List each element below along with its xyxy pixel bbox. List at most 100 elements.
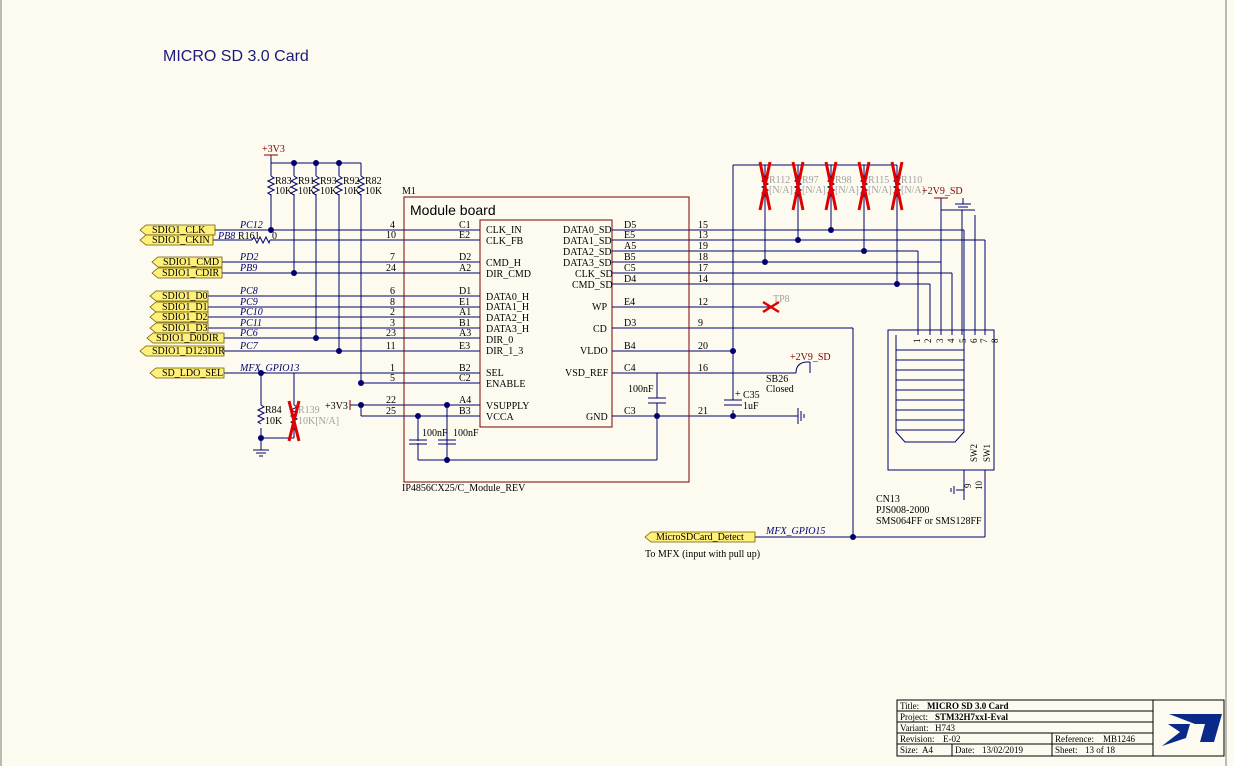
svg-text:11: 11 <box>386 341 396 352</box>
svg-text:21: 21 <box>698 406 708 417</box>
svg-text:12: 12 <box>698 297 708 308</box>
module-right-pins: DATA0_SD D5 15 DATA1_SD E5 13 DATA2_SD A… <box>563 220 708 423</box>
port-names: PC12 PD2 PB9 PC8 PC9 PC10 PC11 PC6 PC7 M… <box>239 220 299 374</box>
svg-text:[N/A]: [N/A] <box>769 185 793 196</box>
net-sdio1-d0dir: SDIO1_D0DIR <box>146 332 225 344</box>
svg-text:SW1: SW1 <box>982 444 992 462</box>
svg-text:D4: D4 <box>624 274 636 285</box>
svg-text:DIR_1_3: DIR_1_3 <box>486 346 523 357</box>
svg-text:B2: B2 <box>459 363 471 374</box>
svg-text:SDIO1_D2: SDIO1_D2 <box>162 312 208 323</box>
ground-right <box>797 408 805 424</box>
svg-text:3: 3 <box>935 338 945 343</box>
svg-text:R98: R98 <box>835 175 852 186</box>
r161-pin-name: PB8 <box>217 231 235 242</box>
svg-text:R110: R110 <box>901 175 922 186</box>
svg-text:Date:: Date: <box>955 745 975 755</box>
svg-text:16: 16 <box>698 363 708 374</box>
net-labels: SDIO1_CLK SDIO1_CKIN SDIO1_CMD SDIO1_CDI… <box>139 224 225 379</box>
module-title: Module board <box>410 202 496 218</box>
svg-text:CLK_SD: CLK_SD <box>575 269 613 280</box>
svg-text:DATA3_H: DATA3_H <box>486 324 529 335</box>
svg-text:SD_LDO_SEL: SD_LDO_SEL <box>162 368 223 379</box>
r92-ref: R92 <box>343 176 360 187</box>
detect-note: To MFX (input with pull up) <box>645 549 760 560</box>
svg-text:A5: A5 <box>624 241 636 252</box>
svg-text:DATA1_SD: DATA1_SD <box>563 236 612 247</box>
r93-value: 10K <box>320 186 338 197</box>
svg-text:SDIO1_D123DIR: SDIO1_D123DIR <box>152 346 225 357</box>
svg-text:3: 3 <box>390 318 395 329</box>
net-sdio1-cdir: SDIO1_CDIR <box>151 267 223 279</box>
svg-text:15: 15 <box>698 220 708 231</box>
svg-text:CLK_FB: CLK_FB <box>486 236 524 247</box>
svg-text:SDIO1_D0: SDIO1_D0 <box>162 291 208 302</box>
power-3v3-module: +3V3 <box>325 400 351 412</box>
svg-text:E-02: E-02 <box>943 734 961 744</box>
svg-text:[N/A]: [N/A] <box>901 185 925 196</box>
svg-text:Reference:: Reference: <box>1055 734 1094 744</box>
svg-text:[N/A]: [N/A] <box>835 185 859 196</box>
svg-text:9: 9 <box>698 318 703 329</box>
svg-text:SDIO1_CKIN: SDIO1_CKIN <box>152 235 210 246</box>
svg-text:A2: A2 <box>459 263 471 274</box>
svg-text:R112: R112 <box>769 175 790 186</box>
tp8: TP8 <box>762 294 790 314</box>
svg-text:ENABLE: ENABLE <box>486 379 525 390</box>
cap-b-value: 100nF <box>453 428 479 439</box>
svg-text:E4: E4 <box>624 297 635 308</box>
sb26-ref: SB26 <box>766 374 788 385</box>
net-sd-ldo-sel: SD_LDO_SEL <box>149 367 225 379</box>
st-logo-icon <box>1162 714 1222 746</box>
svg-text:GND: GND <box>586 412 608 423</box>
r82-value: 10K <box>365 186 383 197</box>
port-pb9: PB9 <box>239 263 257 274</box>
svg-text:A3: A3 <box>459 328 471 339</box>
svg-text:8: 8 <box>390 297 395 308</box>
svg-text:5: 5 <box>958 338 968 343</box>
svg-text:D2: D2 <box>459 252 471 263</box>
svg-text:E2: E2 <box>459 230 470 241</box>
connector-cn13: 1 2 3 4 5 6 7 8 SW2 SW1 9 10 CN13 PJS008… <box>876 329 1000 527</box>
svg-text:19: 19 <box>698 241 708 252</box>
svg-text:Variant:: Variant: <box>900 723 929 733</box>
svg-text:SDIO1_D3: SDIO1_D3 <box>162 323 208 334</box>
r93-ref: R93 <box>320 176 337 187</box>
svg-text:MB1246: MB1246 <box>1103 734 1136 744</box>
svg-text:DIR_0: DIR_0 <box>486 335 513 346</box>
svg-text:CLK_IN: CLK_IN <box>486 225 522 236</box>
port-mfx-gpio15: MFX_GPIO15 <box>765 526 825 537</box>
svg-text:E5: E5 <box>624 230 635 241</box>
svg-text:E3: E3 <box>459 341 470 352</box>
r92-value: 10K <box>343 186 361 197</box>
svg-text:2: 2 <box>390 307 395 318</box>
svg-text:SDIO1_D1: SDIO1_D1 <box>162 302 208 313</box>
svg-text:18: 18 <box>698 252 708 263</box>
svg-text:DATA0_H: DATA0_H <box>486 292 529 303</box>
svg-text:A4: A4 <box>459 395 471 406</box>
page-title: MICRO SD 3.0 Card <box>163 48 309 65</box>
c35-ref: C35 <box>743 390 760 401</box>
net-sdio1-d123dir: SDIO1_D123DIR <box>139 345 225 357</box>
r91-ref: R91 <box>298 176 315 187</box>
svg-text:VLDO: VLDO <box>580 346 608 357</box>
svg-text:20: 20 <box>698 341 708 352</box>
port-pc7: PC7 <box>239 341 259 352</box>
module-caps: 100nF 100nF 100nF <box>409 384 666 445</box>
svg-text:13 of 18: 13 of 18 <box>1085 745 1115 755</box>
dnp-cross-marks <box>758 161 904 211</box>
svg-text:17: 17 <box>698 263 708 274</box>
port-pd2: PD2 <box>239 252 258 263</box>
r84-value: 10K <box>265 416 283 427</box>
power-2v9-top: +2V9_SD <box>922 186 971 211</box>
svg-text:6: 6 <box>969 338 979 343</box>
c35-value: 1uF <box>743 401 759 412</box>
module-board: M1 Module board IP4856CX25/C_Module_REV <box>402 186 690 494</box>
svg-text:VSD_REF: VSD_REF <box>565 368 609 379</box>
svg-text:SW2: SW2 <box>969 444 979 462</box>
svg-text:10: 10 <box>386 230 396 241</box>
junctions <box>258 160 900 540</box>
svg-text:MICRO SD 3.0 Card: MICRO SD 3.0 Card <box>927 701 1009 711</box>
svg-text:Project:: Project: <box>900 712 928 722</box>
cap-a-value: 100nF <box>422 428 448 439</box>
